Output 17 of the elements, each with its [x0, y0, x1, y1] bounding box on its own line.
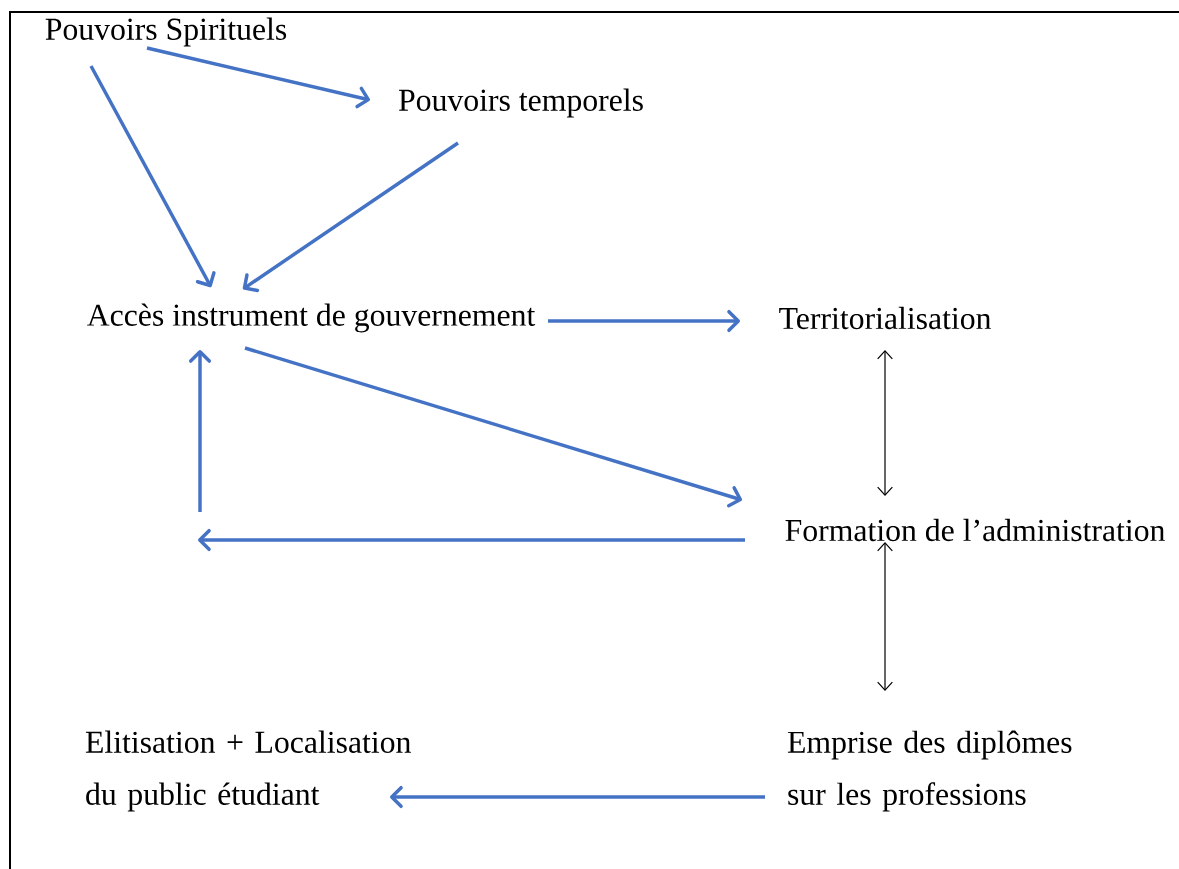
text-label: Territorialisation — [779, 306, 991, 330]
text-label: Accès instrument de gouvernement — [87, 303, 536, 333]
text-label: Elitisation + Localisation du public étudiant — [85, 730, 411, 812]
arrow — [89, 65, 216, 288]
text-label: Emprise des diplômes sur les professions — [787, 730, 1072, 812]
text-label: Formation de l’administration — [785, 518, 1165, 542]
arrow — [188, 350, 212, 512]
text-label: Pouvoirs temporels — [398, 88, 643, 118]
arrow — [548, 309, 740, 333]
arrow — [877, 350, 893, 496]
arrow — [390, 785, 765, 809]
arrow — [242, 141, 459, 293]
arrow — [244, 346, 743, 508]
text-label: Pouvoirs Spirituels — [45, 17, 287, 47]
arrow — [146, 46, 371, 109]
arrow — [877, 542, 893, 691]
arrow — [198, 528, 745, 552]
